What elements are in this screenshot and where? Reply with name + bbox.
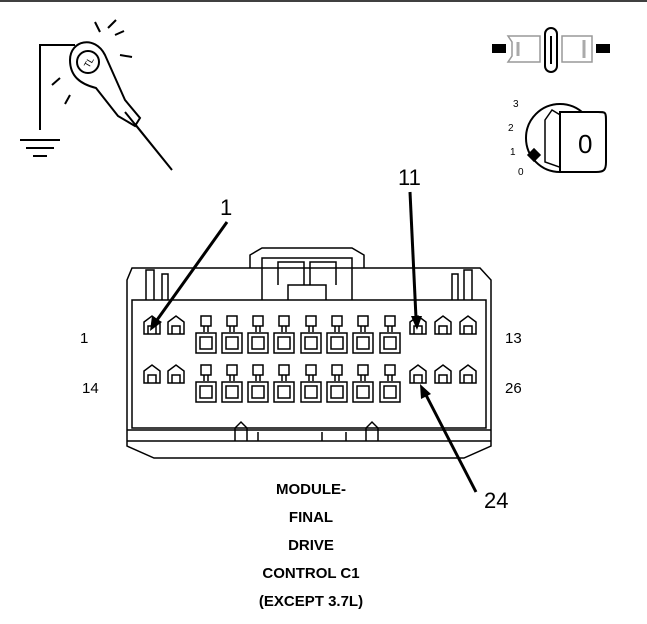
callout-pin-11-arrow: [408, 191, 418, 319]
cavity-row1-mid-6-tab: [331, 315, 343, 332]
cavity-row2-right-2: [434, 364, 452, 384]
connector-body: [126, 247, 492, 459]
cavity-row1-mid-3-tab: [252, 315, 264, 332]
probe-logo: TL: [82, 55, 96, 69]
cavity-row2-mid-8-inner: [383, 385, 397, 399]
cavity-row2-mid-1-inner: [199, 385, 213, 399]
callout-pin-1: 1: [150, 195, 232, 331]
cavity-row1-mid-2-inner: [225, 336, 239, 350]
pin-cavities: [143, 315, 477, 403]
callout-pin-24: 24: [420, 384, 508, 513]
disconnected-connector-icon: [492, 27, 610, 73]
callout-pin-24-arrowhead: [420, 384, 431, 399]
cavity-row2-mid-3-inner: [251, 385, 265, 399]
callout-pin-11: 11: [398, 165, 422, 330]
ignition-position-2: 2: [508, 123, 514, 134]
title-line-5: (EXCEPT 3.7L): [259, 593, 363, 610]
cavity-row1-left-2: [167, 315, 185, 335]
cavity-row1-mid-4-inner: [277, 336, 291, 350]
title-line-3: DRIVE: [288, 537, 334, 554]
cavity-row1-mid-5-tab: [305, 315, 317, 332]
pin-label-row1-end: 13: [505, 330, 522, 347]
cavity-row1-mid-7-tab: [357, 315, 369, 332]
cavity-row1-right-3: [459, 315, 477, 335]
cavity-row2-left-1: [143, 364, 161, 384]
callout-pin-1-arrow: [155, 221, 229, 321]
ignition-position-3: 3: [513, 99, 519, 110]
callout-pin-1-label: 1: [220, 195, 232, 220]
cavity-row1-mid-8-inner: [383, 336, 397, 350]
cavity-row2-mid-1-tab: [200, 364, 212, 381]
cavity-row1-mid-3-inner: [251, 336, 265, 350]
cavity-row2-mid-7-tab: [357, 364, 369, 381]
pin-label-row2-end: 26: [505, 380, 522, 397]
callout-pin-11-arrowhead: [411, 316, 422, 330]
cavity-row1-mid-1-tab: [200, 315, 212, 332]
cavity-row2-mid-2-tab: [226, 364, 238, 381]
title-line-4: CONTROL C1: [262, 565, 359, 582]
cavity-row1-mid-7-inner: [356, 336, 370, 350]
cavity-row2-mid-3-tab: [252, 364, 264, 381]
test-light-probe-icon: TL: [20, 19, 173, 171]
ignition-key-label: 0: [578, 129, 592, 159]
cavity-row1-mid-6-inner: [330, 336, 344, 350]
cavity-row1-mid-5-inner: [304, 336, 318, 350]
cavity-row2-left-2: [167, 364, 185, 384]
ignition-key-off-icon: 3 2 1 0 0: [508, 99, 607, 178]
callout-pin-11-label: 11: [398, 165, 421, 190]
callout-pin-24-arrow: [424, 394, 478, 493]
cavity-row2-mid-7-inner: [356, 385, 370, 399]
cavity-row2-right-1: [409, 364, 427, 384]
cavity-row2-mid-6-inner: [330, 385, 344, 399]
cavity-row1-right-2: [434, 315, 452, 335]
connector-title: MODULE- FINAL DRIVE CONTROL C1 (EXCEPT 3…: [259, 481, 363, 610]
pin-label-row2-start: 14: [82, 380, 99, 397]
cavity-row2-right-3: [459, 364, 477, 384]
callout-pin-1-arrowhead: [150, 316, 162, 331]
cavity-row2-mid-5-inner: [304, 385, 318, 399]
pin-label-row1-start: 1: [80, 330, 88, 347]
cavity-row1-mid-2-tab: [226, 315, 238, 332]
title-line-1: MODULE-: [276, 481, 346, 498]
cavity-row1-mid-1-inner: [199, 336, 213, 350]
cavity-row2-mid-4-inner: [277, 385, 291, 399]
cavity-row1-mid-4-tab: [278, 315, 290, 332]
cavity-row2-mid-8-tab: [384, 364, 396, 381]
cavity-row2-mid-6-tab: [331, 364, 343, 381]
cavity-row1-mid-8-tab: [384, 315, 396, 332]
ignition-position-1: 1: [510, 147, 516, 158]
cavity-row2-mid-2-inner: [225, 385, 239, 399]
callout-pin-24-label: 24: [484, 488, 508, 513]
title-line-2: FINAL: [289, 509, 333, 526]
cavity-row2-mid-5-tab: [305, 364, 317, 381]
ignition-position-0: 0: [518, 167, 524, 178]
cavity-row2-mid-4-tab: [278, 364, 290, 381]
